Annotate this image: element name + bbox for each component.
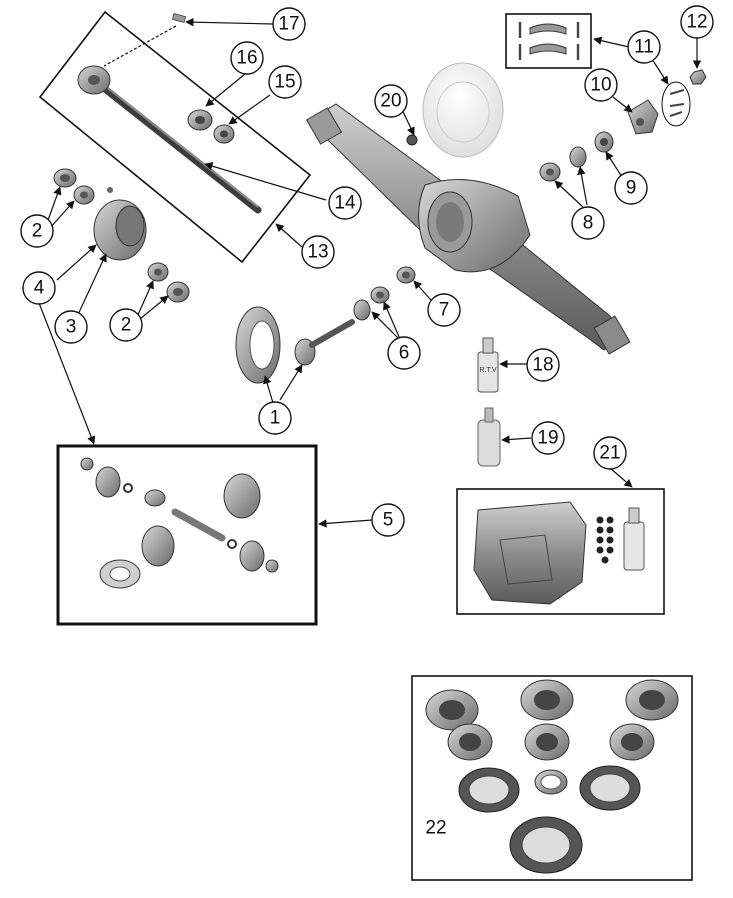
callout-4: 4 (22, 271, 56, 305)
leader-lines (38, 17, 702, 528)
callout-12-label: 12 (686, 12, 707, 33)
callout-13: 13 (301, 235, 335, 269)
callout-20: 20 (374, 84, 408, 118)
callout-17: 17 (272, 7, 306, 41)
kit-label: 22 (425, 818, 446, 839)
callout-2-upper-label: 2 (32, 221, 43, 242)
carrier-bearing-upper (53, 168, 95, 205)
callout-10: 10 (584, 68, 618, 102)
spider-gear-kit (80, 457, 279, 589)
axle-shaft-box (38, 10, 312, 264)
callout-1-label: 1 (270, 408, 281, 429)
callout-7: 7 (427, 293, 461, 327)
u-bolt-straps (518, 22, 580, 60)
callout-6-label: 6 (399, 343, 410, 364)
u-bolt-box (505, 13, 592, 69)
spider-gear-box (56, 444, 318, 626)
callout-21: 21 (593, 436, 627, 470)
bearing-kit-contents (425, 679, 679, 874)
wheel-stud (171, 13, 187, 23)
callout-12: 12 (680, 5, 714, 39)
cover-bolts (596, 516, 614, 564)
ring-gear (235, 306, 281, 384)
u-joint-strap-detail (661, 81, 691, 127)
callout-9: 9 (614, 171, 648, 205)
callout-3: 3 (54, 310, 88, 344)
axle-bearing (187, 109, 213, 131)
tube-label: R.T.V (479, 367, 496, 374)
callout-2-lower: 2 (109, 308, 143, 342)
pinion-bearings (353, 286, 390, 321)
rtv-sealant-tube: R.T.V (477, 337, 499, 393)
callout-3-label: 3 (66, 317, 77, 338)
callout-11: 11 (627, 30, 661, 64)
callout-8-label: 8 (583, 213, 594, 234)
callout-6: 6 (387, 336, 421, 370)
callout-21-label: 21 (599, 443, 620, 464)
callout-18: 18 (526, 348, 560, 382)
callout-17-label: 17 (278, 14, 299, 35)
cover-kit-box (456, 488, 665, 615)
callout-19: 19 (531, 421, 565, 455)
axle-shaft (77, 65, 262, 214)
yoke-nut (689, 69, 707, 85)
callout-18-label: 18 (532, 355, 553, 376)
carrier-bearing-lower (147, 262, 190, 303)
fill-plug (406, 134, 418, 146)
callout-7-label: 7 (439, 300, 450, 321)
axle-seal (213, 124, 235, 144)
callout-15: 15 (268, 65, 302, 99)
callout-13-label: 13 (307, 242, 328, 263)
callout-5: 5 (371, 503, 405, 537)
callout-9-label: 9 (626, 178, 637, 199)
pinion-gear (294, 319, 355, 366)
pinion-flange-seal (594, 131, 614, 153)
callout-1: 1 (258, 401, 292, 435)
callout-16: 16 (230, 41, 264, 75)
differential-case (93, 187, 147, 261)
callout-20-label: 20 (380, 91, 401, 112)
callout-2-upper: 2 (20, 214, 54, 248)
callout-2-lower-label: 2 (121, 315, 132, 336)
callout-15-label: 15 (274, 72, 295, 93)
cover-rtv-tube (623, 507, 645, 571)
callout-4-label: 4 (34, 278, 45, 299)
pinion-seal (396, 266, 416, 284)
heavy-duty-cover (473, 501, 587, 605)
differential-cover (422, 62, 504, 158)
callout-10-label: 10 (590, 75, 611, 96)
callout-19-label: 19 (537, 428, 558, 449)
callout-14-label: 14 (334, 193, 356, 214)
callout-11-label: 11 (634, 37, 654, 58)
callout-8: 8 (571, 206, 605, 240)
axle-housing (305, 103, 631, 355)
gear-oil-bottle (477, 407, 501, 467)
pinion-nut-washer (539, 146, 587, 182)
bearing-kit-box (411, 675, 693, 881)
callout-5-label: 5 (383, 510, 394, 531)
callout-14: 14 (328, 186, 362, 220)
pinion-yoke (627, 99, 659, 135)
callout-16-label: 16 (236, 48, 257, 69)
